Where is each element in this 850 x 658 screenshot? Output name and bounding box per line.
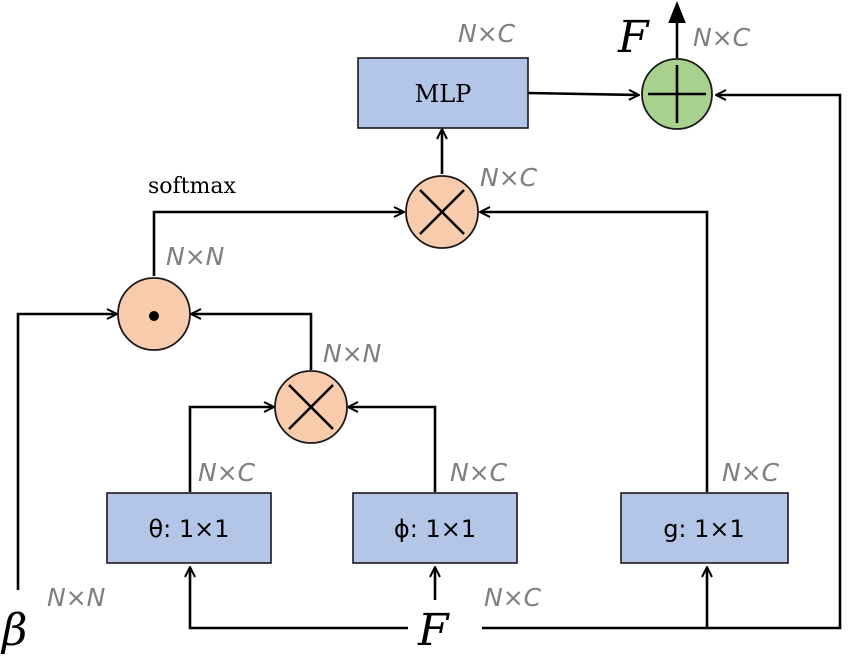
matmul-upper-operator: [405, 175, 479, 249]
sum-operator: [641, 58, 713, 130]
dim-phi: N×C: [450, 458, 508, 487]
mlp-label: MLP: [415, 80, 472, 108]
dim-output: N×C: [693, 23, 751, 52]
phi-box: ϕ: 1×1: [352, 492, 518, 564]
wire-mul-to-hadamard: [192, 314, 313, 370]
dim-beta: N×N: [47, 583, 106, 612]
dim-f-input: N×C: [484, 583, 542, 612]
hadamard-operator: [117, 277, 191, 351]
dim-hadamard: N×N: [166, 242, 225, 271]
wire-theta-to-mul: [188, 407, 273, 492]
g-label: g: 1×1: [663, 515, 745, 543]
softmax-label: softmax: [148, 174, 236, 199]
beta-symbol: β: [0, 605, 27, 656]
phi-label: ϕ: 1×1: [394, 515, 476, 543]
wire-residual: [707, 95, 842, 630]
input-f-symbol: F: [417, 605, 450, 656]
wire-mlp-to-sum: [527, 93, 638, 95]
wire-f-to-theta: [190, 568, 408, 630]
wire-hadamard-to-mul: [152, 212, 403, 276]
dim-mlp-top: N×C: [458, 19, 516, 48]
dim-matmul-upper: N×C: [480, 163, 538, 192]
dim-theta: N×C: [198, 458, 256, 487]
wire-phi-to-mul: [349, 407, 437, 492]
g-box: g: 1×1: [620, 492, 789, 564]
output-f-symbol: F: [617, 12, 650, 63]
dim-matmul-lower: N×N: [323, 339, 382, 368]
matmul-lower-operator: [274, 370, 348, 444]
wire-g-to-mul: [481, 212, 709, 492]
dim-g: N×C: [722, 458, 780, 487]
mlp-box: MLP: [357, 57, 529, 129]
wire-beta-to-hadamard: [16, 314, 116, 590]
theta-label: θ: 1×1: [148, 515, 229, 543]
theta-box: θ: 1×1: [106, 492, 272, 564]
